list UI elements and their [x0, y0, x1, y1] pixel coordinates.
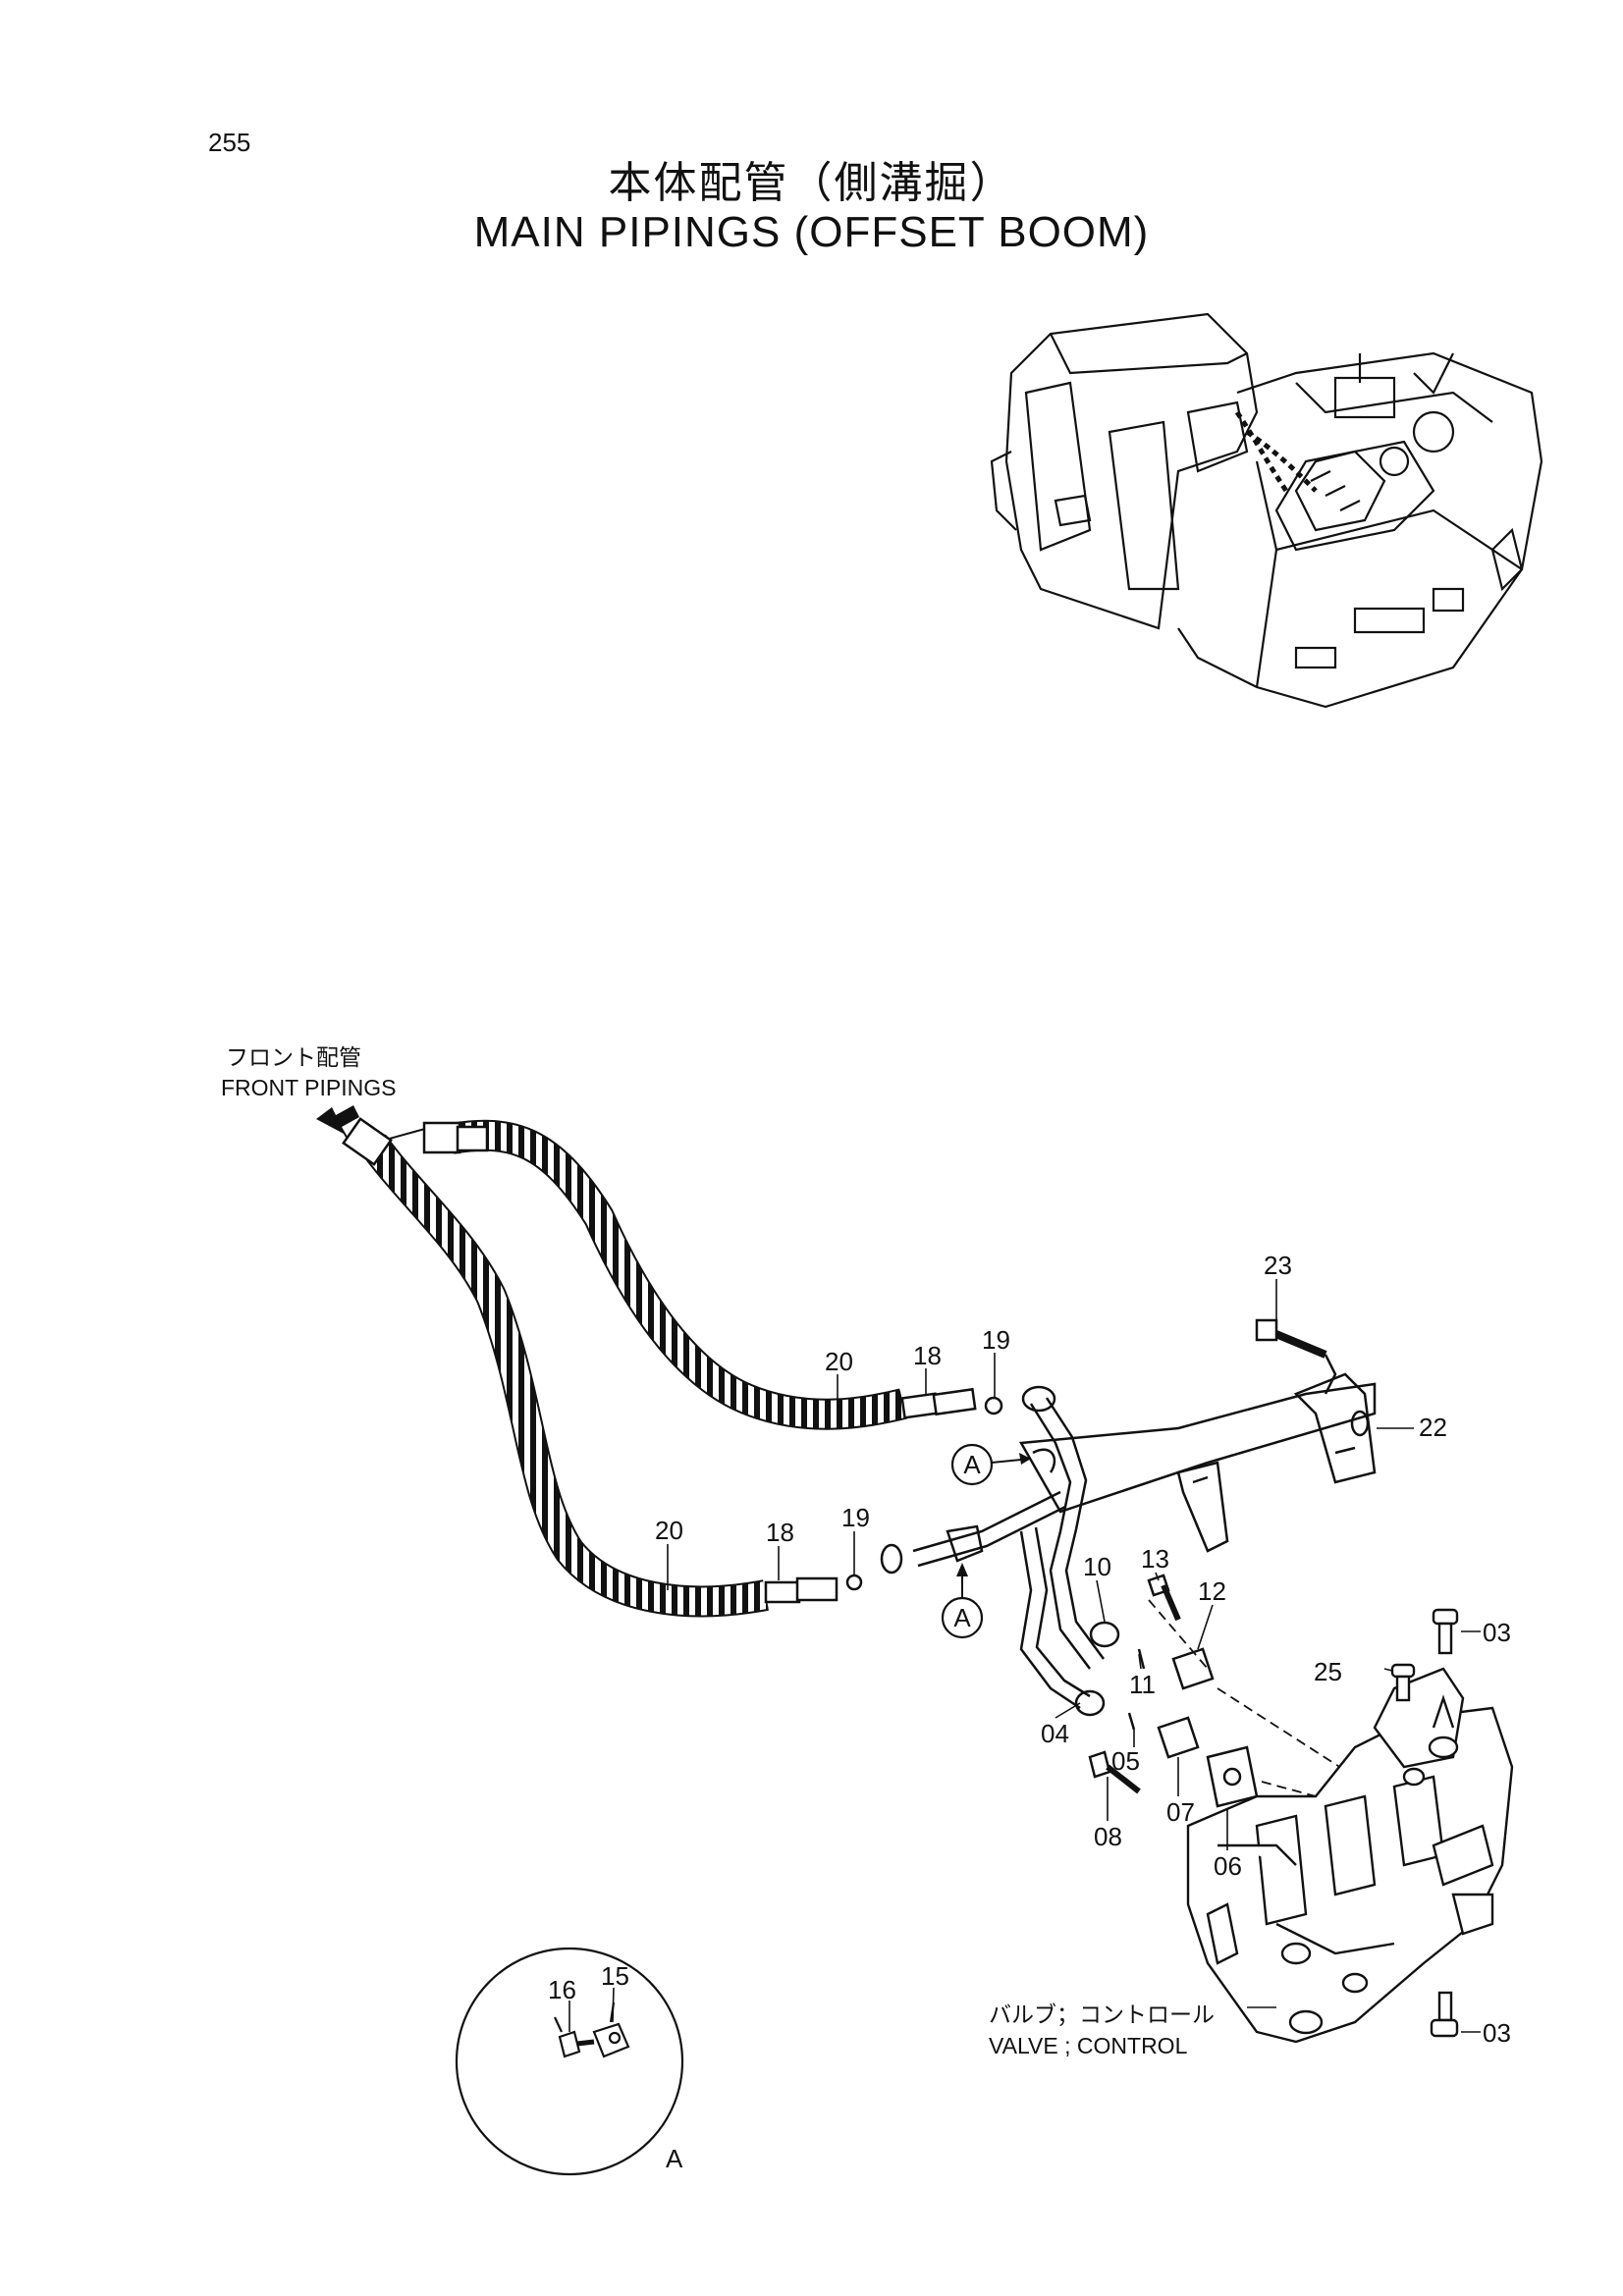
page-number: 255 [208, 128, 251, 157]
part-number-23: 23 [1264, 1251, 1292, 1280]
part-number-10: 10 [1083, 1552, 1111, 1581]
part-number-18-lower: 18 [766, 1518, 794, 1547]
part-number-22: 22 [1419, 1413, 1447, 1442]
excavator-overview [990, 312, 1543, 709]
part-number-13: 13 [1141, 1544, 1169, 1574]
part-number-19-upper: 19 [982, 1325, 1010, 1355]
part-number-12: 12 [1198, 1576, 1226, 1606]
pipe-assembly [845, 1318, 1377, 1808]
control-valve [1186, 1667, 1514, 2044]
part-number-20-upper: 20 [825, 1347, 853, 1376]
part-number-25: 25 [1314, 1657, 1342, 1686]
svg-text:A: A [953, 1603, 971, 1632]
valve-control-label-jp: バルブ；コントロール [989, 2002, 1215, 2027]
detail-marker-lower: A [941, 1563, 984, 1639]
hose-lower [342, 1117, 839, 1618]
front-pipings-label-en: FRONT PIPINGS [221, 1075, 397, 1100]
part-number-06: 06 [1214, 1851, 1242, 1881]
part-number-19-lower: 19 [841, 1503, 870, 1532]
leader-lines [568, 1279, 1481, 2033]
plug-03-top [1432, 1608, 1459, 1655]
detail-circle [455, 1947, 684, 2176]
title-english: MAIN PIPINGS (OFFSET BOOM) [473, 208, 1150, 256]
part-number-20-lower: 20 [655, 1516, 683, 1545]
front-pipings-label-jp: フロント配管 [226, 1044, 361, 1070]
part-number-15: 15 [601, 1961, 629, 1991]
part-number-07: 07 [1166, 1797, 1195, 1827]
part-number-11: 11 [1129, 1670, 1156, 1699]
part-number-04: 04 [1041, 1719, 1069, 1748]
valve-control-label-en: VALVE ; CONTROL [989, 2033, 1188, 2058]
part-number-03-top: 03 [1483, 1618, 1511, 1647]
part-number-05: 05 [1111, 1746, 1140, 1776]
detail-circle-label: A [666, 2144, 683, 2173]
svg-text:A: A [963, 1450, 981, 1479]
title-japanese: 本体配管（側溝掘） [608, 158, 1015, 208]
plug-25 [1390, 1663, 1416, 1702]
part-number-16: 16 [548, 1975, 576, 2004]
part-number-03-bottom: 03 [1483, 2018, 1511, 2048]
detail-marker-upper: A [950, 1443, 1032, 1486]
part-number-08: 08 [1094, 1822, 1122, 1851]
hose-upper [422, 1119, 977, 1430]
plug-03-bottom [1430, 1991, 1459, 2038]
part-number-18-upper: 18 [913, 1341, 942, 1370]
